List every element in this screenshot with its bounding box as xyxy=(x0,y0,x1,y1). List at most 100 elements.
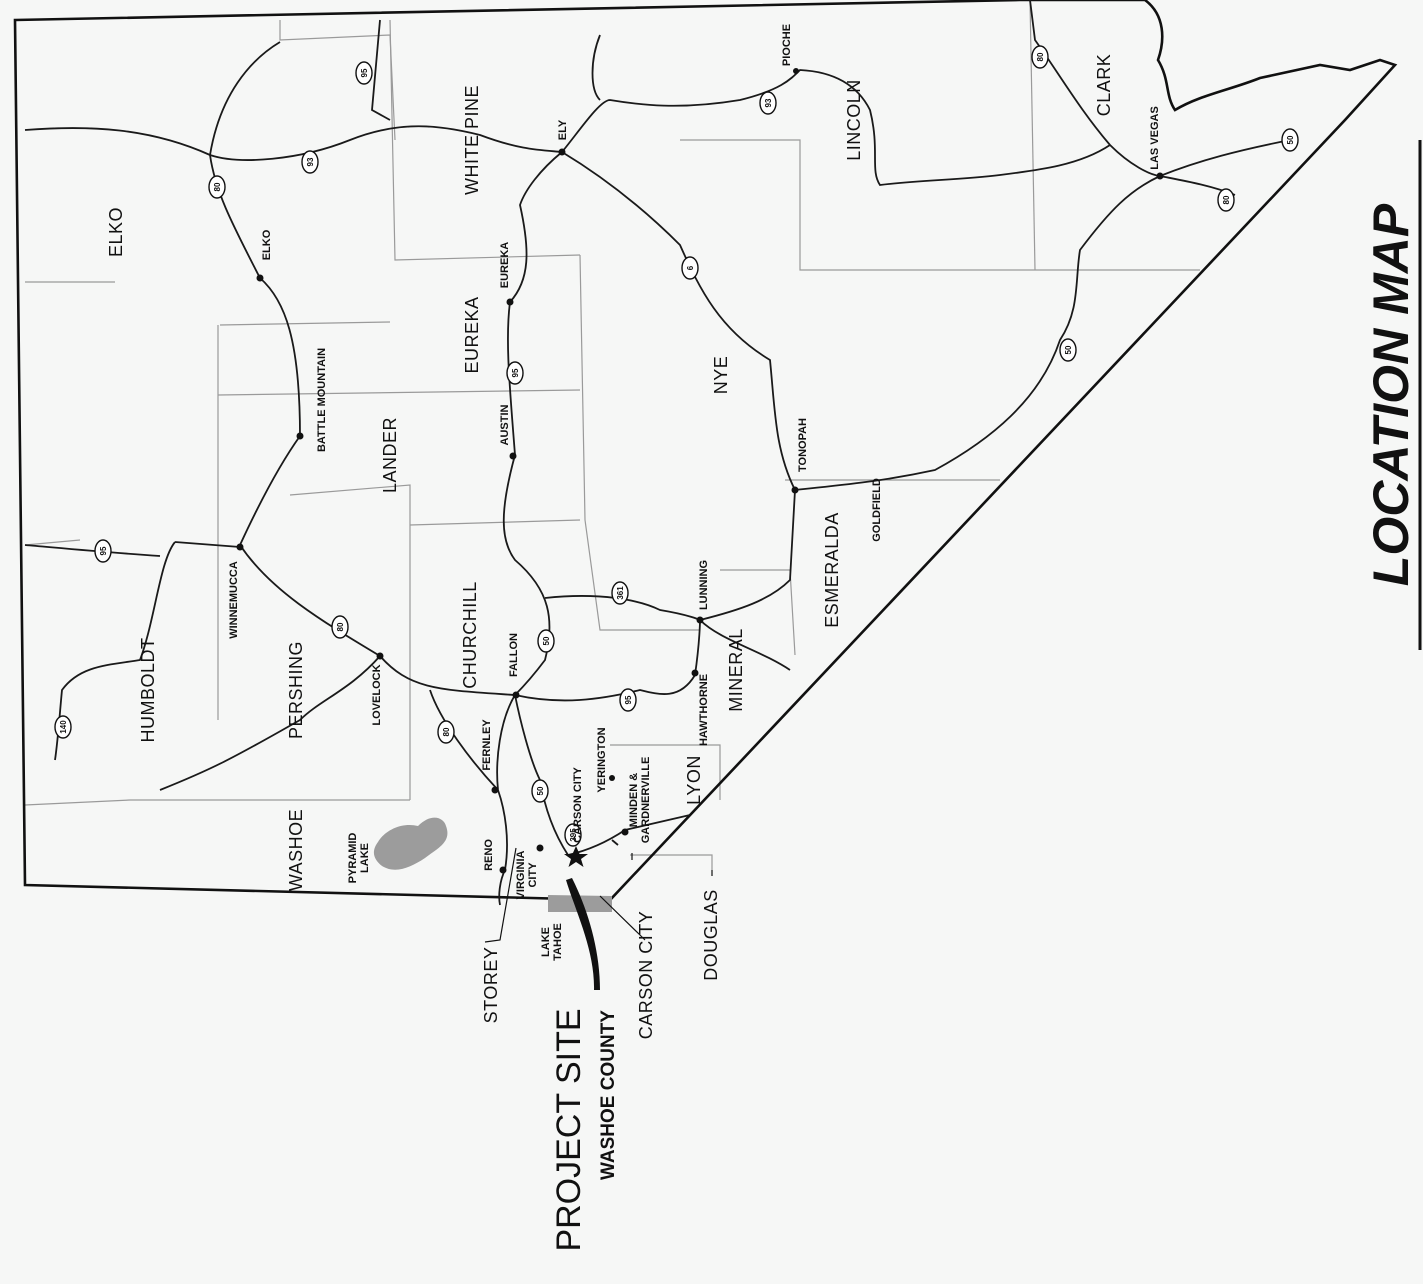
county-label: NYE xyxy=(711,356,731,395)
county-label: MINERAL xyxy=(726,628,746,712)
route-number: 95 xyxy=(624,695,633,704)
route-number: 95 xyxy=(511,368,520,377)
site-pointer xyxy=(566,878,600,990)
town-label: LOVELOCK xyxy=(371,664,383,725)
dot-icon xyxy=(691,669,699,677)
route-shield-icon: 6 xyxy=(681,256,699,280)
town-label: BATTLE MOUNTAIN xyxy=(316,348,328,452)
route-shield-icon: 93 xyxy=(301,150,319,174)
county-label: STOREY xyxy=(481,947,501,1024)
town-label: HAWTHORNE xyxy=(698,674,710,746)
dot-icon xyxy=(621,828,629,836)
county-label: HUMBOLDT xyxy=(138,637,158,742)
dot-icon xyxy=(609,775,615,781)
town-label: FALLON xyxy=(508,633,520,677)
route-shield-icon: 50 xyxy=(531,779,549,803)
route-shield-icon: 93 xyxy=(759,91,777,115)
town-label: LAS VEGAS xyxy=(1149,106,1161,170)
dot-icon xyxy=(1156,172,1164,180)
lake-label: LAKETAHOE xyxy=(540,923,564,961)
route-shield-icon: 50 xyxy=(537,629,555,653)
county-label: CLARK xyxy=(1094,54,1114,117)
route-shield-icon: 95 xyxy=(355,61,373,85)
route-number: 80 xyxy=(442,727,451,736)
town-label: YERINGTON xyxy=(596,727,608,792)
project-site-title: PROJECT SITE xyxy=(550,1008,588,1251)
route-number: 361 xyxy=(616,586,625,600)
county-label: ELKO xyxy=(106,207,126,257)
route-shield-icon: 95 xyxy=(94,539,112,563)
title-block: LOCATION MAP PROJECT SITE WASHOE COUNTY xyxy=(550,140,1422,1252)
route-shield-icon: 80 xyxy=(208,175,226,199)
pyramid-lake-shape xyxy=(373,817,448,870)
dot-icon xyxy=(506,298,514,306)
county-label: LANDER xyxy=(380,417,400,493)
county-label: DOUGLAS xyxy=(701,889,721,981)
county-label: LINCOLN xyxy=(844,79,864,161)
state-boundary xyxy=(13,0,1398,902)
route-number: 93 xyxy=(306,157,315,166)
town-label: GOLDFIELD xyxy=(871,478,883,542)
town-label: TONOPAH xyxy=(797,418,809,472)
route-shield-icon: 80 xyxy=(437,720,455,744)
route-shield-icon: 140 xyxy=(54,715,72,739)
county-label: WASHOE xyxy=(286,809,306,891)
route-shield-icon: 80 xyxy=(1217,188,1235,212)
town-label: ELY xyxy=(557,119,569,140)
dot-icon xyxy=(791,486,799,494)
route-shield-icon: 395 xyxy=(564,823,582,847)
route-shield-icon: 361 xyxy=(611,581,629,605)
county-label: LYON xyxy=(684,755,704,805)
dot-icon xyxy=(558,148,566,156)
route-number: 50 xyxy=(1286,135,1295,144)
route-shield-icon: 95 xyxy=(619,688,637,712)
lake-label: PYRAMIDLAKE xyxy=(347,833,371,884)
town-label: LUNNING xyxy=(698,560,710,610)
dot-icon xyxy=(491,786,499,794)
route-number: 80 xyxy=(213,182,222,191)
route-shield-icon: 80 xyxy=(331,615,349,639)
county-label: EUREKA xyxy=(462,296,482,373)
town-label: PIOCHE xyxy=(781,24,793,66)
county-label: CARSON CITY xyxy=(636,911,656,1040)
dot-icon xyxy=(499,866,507,874)
town-label: VIRGINIACITY xyxy=(515,851,539,900)
county-label: ESMERALDA xyxy=(822,512,842,628)
route-number: 140 xyxy=(59,720,68,734)
route-number: 50 xyxy=(536,786,545,795)
route-shield-icon: 95 xyxy=(506,361,524,385)
town-label: EUREKA xyxy=(499,242,511,289)
dot-icon xyxy=(512,691,520,699)
county-label: WHITE PINE xyxy=(462,85,482,195)
county-lines xyxy=(24,0,1200,870)
county-label: PERSHING xyxy=(286,641,306,739)
dot-icon xyxy=(509,452,517,460)
town-dots xyxy=(236,68,1164,874)
route-number: 50 xyxy=(1064,345,1073,354)
lake-labels: PYRAMIDLAKE LAKETAHOE xyxy=(347,833,564,961)
route-number: 95 xyxy=(360,68,369,77)
county-labels: ELKO WHITE PINE LINCOLN CLARK EUREKA NYE LANDE… xyxy=(106,54,1114,1040)
town-label: FERNLEY xyxy=(481,719,493,771)
route-shield-icon: 50 xyxy=(1059,338,1077,362)
leader-lines xyxy=(484,847,713,943)
town-label: AUSTIN xyxy=(499,404,511,445)
dot-icon xyxy=(536,844,544,852)
town-label: MINDEN &GARDNERVILLE xyxy=(628,757,652,844)
dot-icon xyxy=(296,432,304,440)
town-label: RENO xyxy=(483,839,495,871)
route-number: 80 xyxy=(1036,52,1045,61)
route-number: 395 xyxy=(569,828,578,842)
project-site-subtitle: WASHOE COUNTY xyxy=(598,1010,619,1180)
route-number: 50 xyxy=(542,636,551,645)
dot-icon xyxy=(236,543,244,551)
star-icon xyxy=(564,846,588,867)
highway-shields: 95 93 80 80 93 50 80 6 50 95 95 80 50 95 80 50 395 361 140 xyxy=(54,45,1299,847)
town-label: ELKO xyxy=(261,229,273,260)
town-label: CARSON CITY xyxy=(572,766,584,842)
county-label: CHURCHILL xyxy=(460,581,480,689)
dot-icon xyxy=(376,652,384,660)
road-network xyxy=(24,0,1291,906)
